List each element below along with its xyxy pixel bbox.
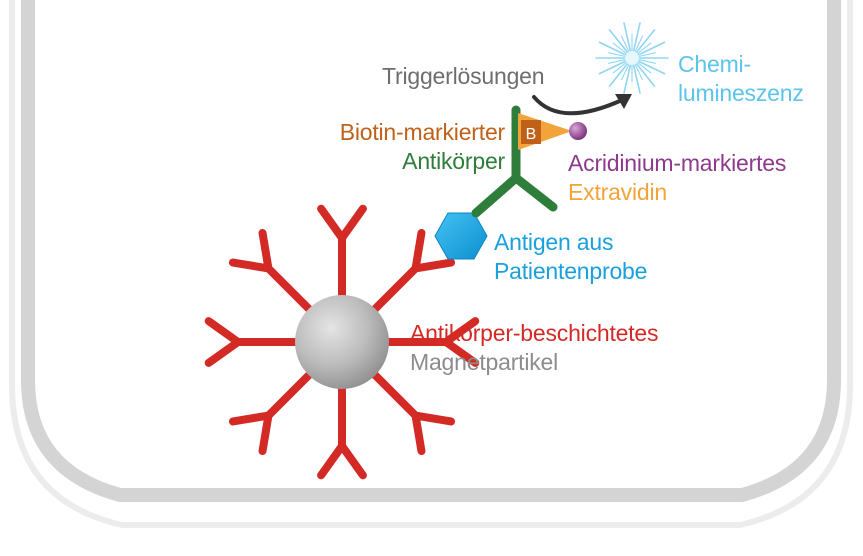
burst-ray — [632, 22, 641, 55]
label-antigen-line2: Patientenprobe — [494, 258, 648, 284]
label-chemi-line1: Chemi- — [678, 51, 751, 77]
red-antibody — [228, 228, 314, 314]
reaction-vessel — [9, 0, 853, 528]
antigen-hexagon — [434, 212, 488, 260]
burst-ray — [612, 59, 630, 74]
red-antibody — [317, 204, 367, 300]
burst-ray — [598, 58, 630, 75]
biotin-antibody — [471, 105, 558, 218]
red-antibody — [228, 370, 314, 456]
chemiluminescence-burst-icon — [595, 22, 669, 94]
burst-ray — [623, 61, 632, 94]
red-antibody — [370, 228, 456, 314]
burst-ray — [633, 29, 656, 56]
burst-ray — [621, 61, 631, 81]
magnet-particle — [295, 295, 389, 389]
burst-ray — [633, 60, 656, 87]
label-acridinium-line1: Acridinium-markiertes — [568, 150, 787, 176]
label-biotin-line1: Biotin-markierter — [339, 119, 506, 145]
burst-ray — [633, 35, 643, 55]
label-triggerloesungen: Triggerlösungen — [382, 63, 545, 89]
burst-ray — [634, 42, 652, 57]
burst-ray — [623, 22, 632, 55]
label-magnet-line1: Antikörper-beschichtetes — [410, 320, 659, 346]
burst-ray — [608, 29, 631, 56]
burst-ray — [633, 61, 643, 81]
biotin-badge-label: B — [526, 126, 537, 143]
trigger-arrow — [532, 94, 632, 116]
red-antibody — [204, 317, 300, 367]
burst-ray — [634, 59, 652, 74]
burst-ray — [634, 58, 666, 75]
burst-ray — [634, 41, 666, 58]
red-antibody — [384, 317, 480, 367]
label-magnet-line2: Magnetpartikel — [410, 349, 559, 375]
magnet-antibodies — [204, 204, 480, 480]
burst-ray — [608, 52, 629, 58]
red-antibody — [317, 384, 367, 480]
burst-ray — [635, 52, 656, 58]
burst-core — [625, 51, 639, 65]
burst-ray — [608, 60, 631, 87]
label-biotin-line2: Antikörper — [402, 148, 505, 174]
label-chemi-line2: lumineszenz — [678, 80, 804, 106]
burst-ray — [598, 41, 630, 58]
burst-ray — [632, 61, 641, 94]
burst-ray — [608, 58, 629, 64]
burst-ray — [612, 42, 630, 57]
burst-ray — [635, 58, 656, 64]
red-antibody — [370, 370, 456, 456]
burst-ray — [621, 35, 631, 55]
label-acridinium-line2: Extravidin — [568, 179, 667, 205]
biotin-badge — [521, 120, 541, 144]
acridinium-bead — [569, 122, 587, 140]
label-antigen-line1: Antigen aus — [494, 229, 614, 255]
